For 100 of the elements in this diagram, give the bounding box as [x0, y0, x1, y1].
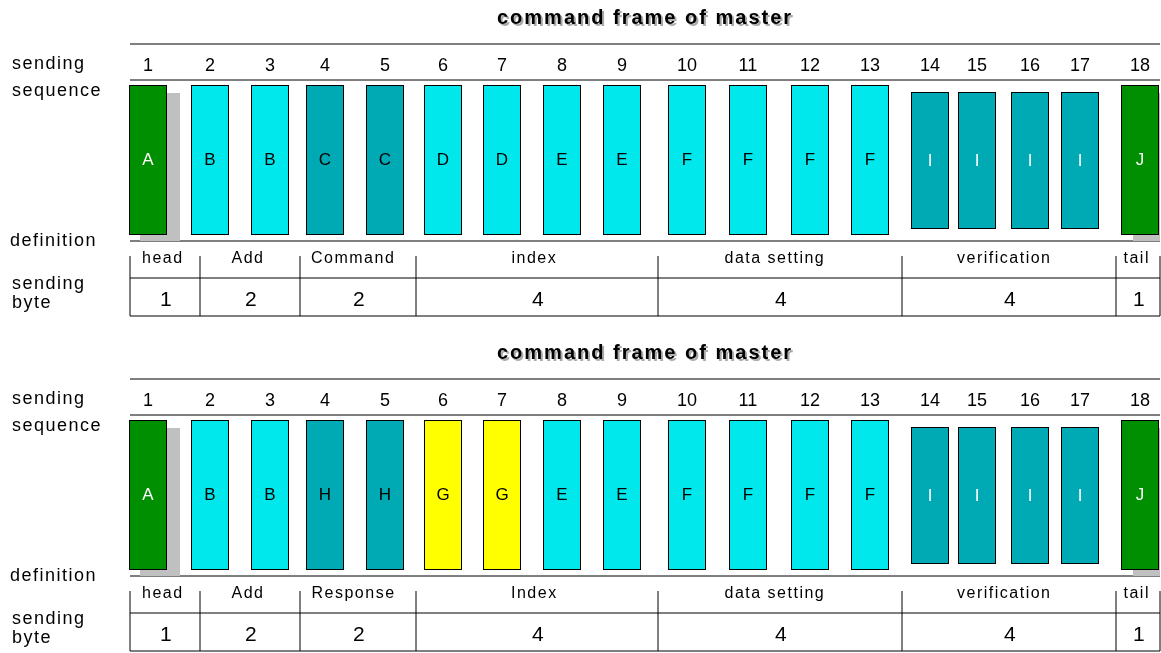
sequence-number: 9 — [617, 55, 627, 76]
byte-box: F — [729, 85, 767, 235]
sequence-number: 1 — [143, 55, 153, 76]
sequence-number: 15 — [967, 390, 988, 411]
field-name: data setting — [724, 584, 826, 602]
byte-box: G — [424, 420, 462, 570]
byte-box: I — [1011, 92, 1049, 229]
sequence-number: 16 — [1020, 390, 1041, 411]
field-name: tail — [1123, 584, 1150, 602]
byte-box: F — [791, 420, 829, 570]
byte-box: A — [129, 85, 167, 235]
field-name: index — [511, 249, 558, 267]
byte-box: E — [603, 85, 641, 235]
sequence-number: 12 — [800, 55, 821, 76]
byte-count: 4 — [1004, 622, 1016, 646]
byte-box: B — [251, 85, 289, 235]
byte-box: I — [1011, 427, 1049, 564]
sequence-number: 5 — [380, 390, 390, 411]
sequence-number: 17 — [1070, 390, 1091, 411]
field-name: head — [142, 584, 184, 602]
sequence-number: 12 — [800, 390, 821, 411]
field-name: tail — [1123, 249, 1150, 267]
byte-box: A — [129, 420, 167, 570]
sequence-number: 4 — [320, 390, 330, 411]
byte-box: B — [191, 85, 229, 235]
sequence-number: 8 — [557, 55, 567, 76]
byte-box: I — [958, 427, 996, 564]
byte-box: B — [251, 420, 289, 570]
sequence-number: 6 — [438, 390, 448, 411]
sequence-number: 9 — [617, 390, 627, 411]
byte-box: E — [543, 420, 581, 570]
sequence-number: 11 — [738, 55, 758, 76]
byte-box: I — [911, 92, 949, 229]
byte-count: 2 — [245, 622, 257, 646]
byte-count: 2 — [245, 287, 257, 311]
byte-box: I — [1061, 92, 1099, 229]
frame-title: command frame of master — [497, 6, 794, 29]
row-heading: sending sequence — [12, 52, 104, 102]
sequence-number: 13 — [860, 390, 881, 411]
sequence-number: 2 — [205, 390, 215, 411]
byte-box: F — [851, 85, 889, 235]
sequence-number: 11 — [738, 390, 758, 411]
row-heading: sending sequence — [12, 387, 104, 437]
byte-count: 1 — [160, 287, 172, 311]
byte-count: 1 — [160, 622, 172, 646]
row-heading: sending byte — [12, 274, 87, 312]
byte-box: I — [1061, 427, 1099, 564]
sequence-number: 16 — [1020, 55, 1041, 76]
sequence-number: 18 — [1130, 390, 1151, 411]
sequence-number: 15 — [967, 55, 988, 76]
byte-count: 4 — [532, 287, 544, 311]
field-name: Command — [311, 249, 396, 267]
byte-box: I — [911, 427, 949, 564]
sequence-number: 14 — [920, 390, 941, 411]
sequence-number: 2 — [205, 55, 215, 76]
byte-box: F — [729, 420, 767, 570]
byte-box: B — [191, 420, 229, 570]
sequence-number: 7 — [497, 55, 507, 76]
field-name: verification — [957, 584, 1052, 602]
byte-box: F — [851, 420, 889, 570]
byte-box: C — [306, 85, 344, 235]
field-name: Add — [231, 584, 265, 602]
field-name: Index — [511, 584, 558, 602]
byte-box: J — [1121, 420, 1159, 570]
field-name: data setting — [724, 249, 826, 267]
byte-box: F — [668, 420, 706, 570]
sequence-number: 3 — [265, 390, 275, 411]
byte-box: E — [543, 85, 581, 235]
sequence-number: 5 — [380, 55, 390, 76]
byte-box: J — [1121, 85, 1159, 235]
row-heading: definition — [10, 565, 98, 586]
sequence-number: 4 — [320, 55, 330, 76]
sequence-number: 18 — [1130, 55, 1151, 76]
byte-box: H — [306, 420, 344, 570]
row-heading: sending byte — [12, 609, 87, 647]
byte-box: I — [958, 92, 996, 229]
byte-box: C — [366, 85, 404, 235]
byte-box: E — [603, 420, 641, 570]
byte-count: 1 — [1133, 287, 1145, 311]
sequence-number: 1 — [143, 390, 153, 411]
sequence-number: 13 — [860, 55, 881, 76]
sequence-number: 10 — [677, 390, 698, 411]
field-name: Response — [311, 584, 396, 602]
byte-count: 4 — [775, 287, 787, 311]
byte-count: 2 — [353, 622, 365, 646]
byte-box: F — [791, 85, 829, 235]
byte-count: 2 — [353, 287, 365, 311]
byte-count: 4 — [775, 622, 787, 646]
sequence-number: 6 — [438, 55, 448, 76]
sequence-number: 3 — [265, 55, 275, 76]
field-name: Add — [231, 249, 265, 267]
sequence-number: 14 — [920, 55, 941, 76]
byte-count: 4 — [532, 622, 544, 646]
byte-count: 1 — [1133, 622, 1145, 646]
byte-box: D — [483, 85, 521, 235]
byte-box: G — [483, 420, 521, 570]
sequence-number: 17 — [1070, 55, 1091, 76]
sequence-number: 10 — [677, 55, 698, 76]
byte-box: H — [366, 420, 404, 570]
byte-box: D — [424, 85, 462, 235]
